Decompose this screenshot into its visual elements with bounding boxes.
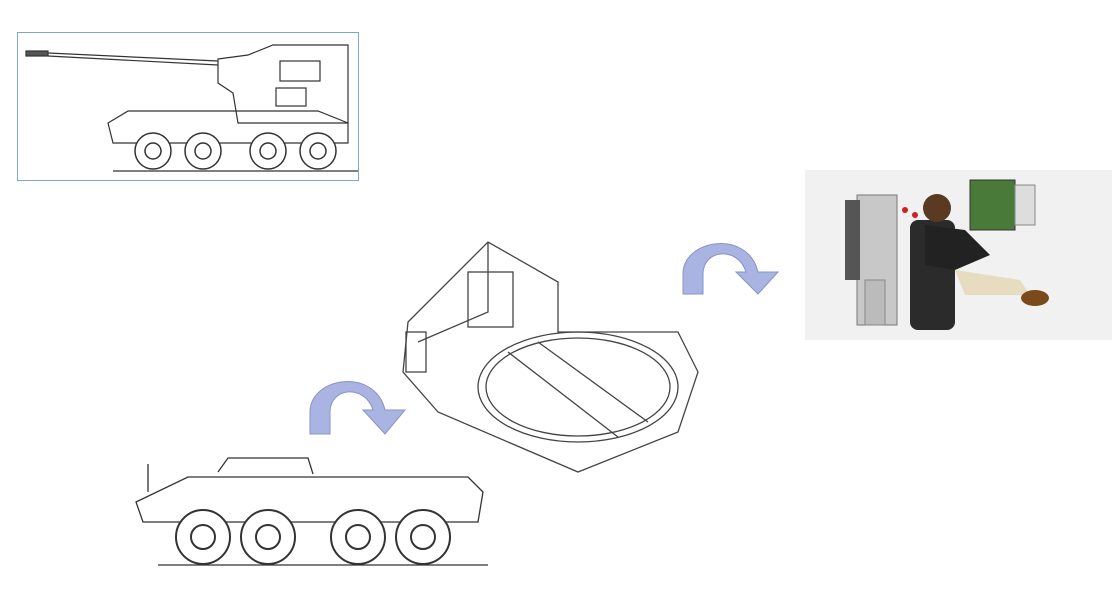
gun-vehicle-drawing — [17, 32, 359, 181]
curved-arrow-icon — [305, 372, 415, 443]
crew-station-render — [805, 170, 1112, 340]
curved-arrow-icon — [678, 234, 788, 305]
base-vehicle-drawing — [128, 452, 493, 575]
turret-structure-drawing — [398, 232, 703, 479]
